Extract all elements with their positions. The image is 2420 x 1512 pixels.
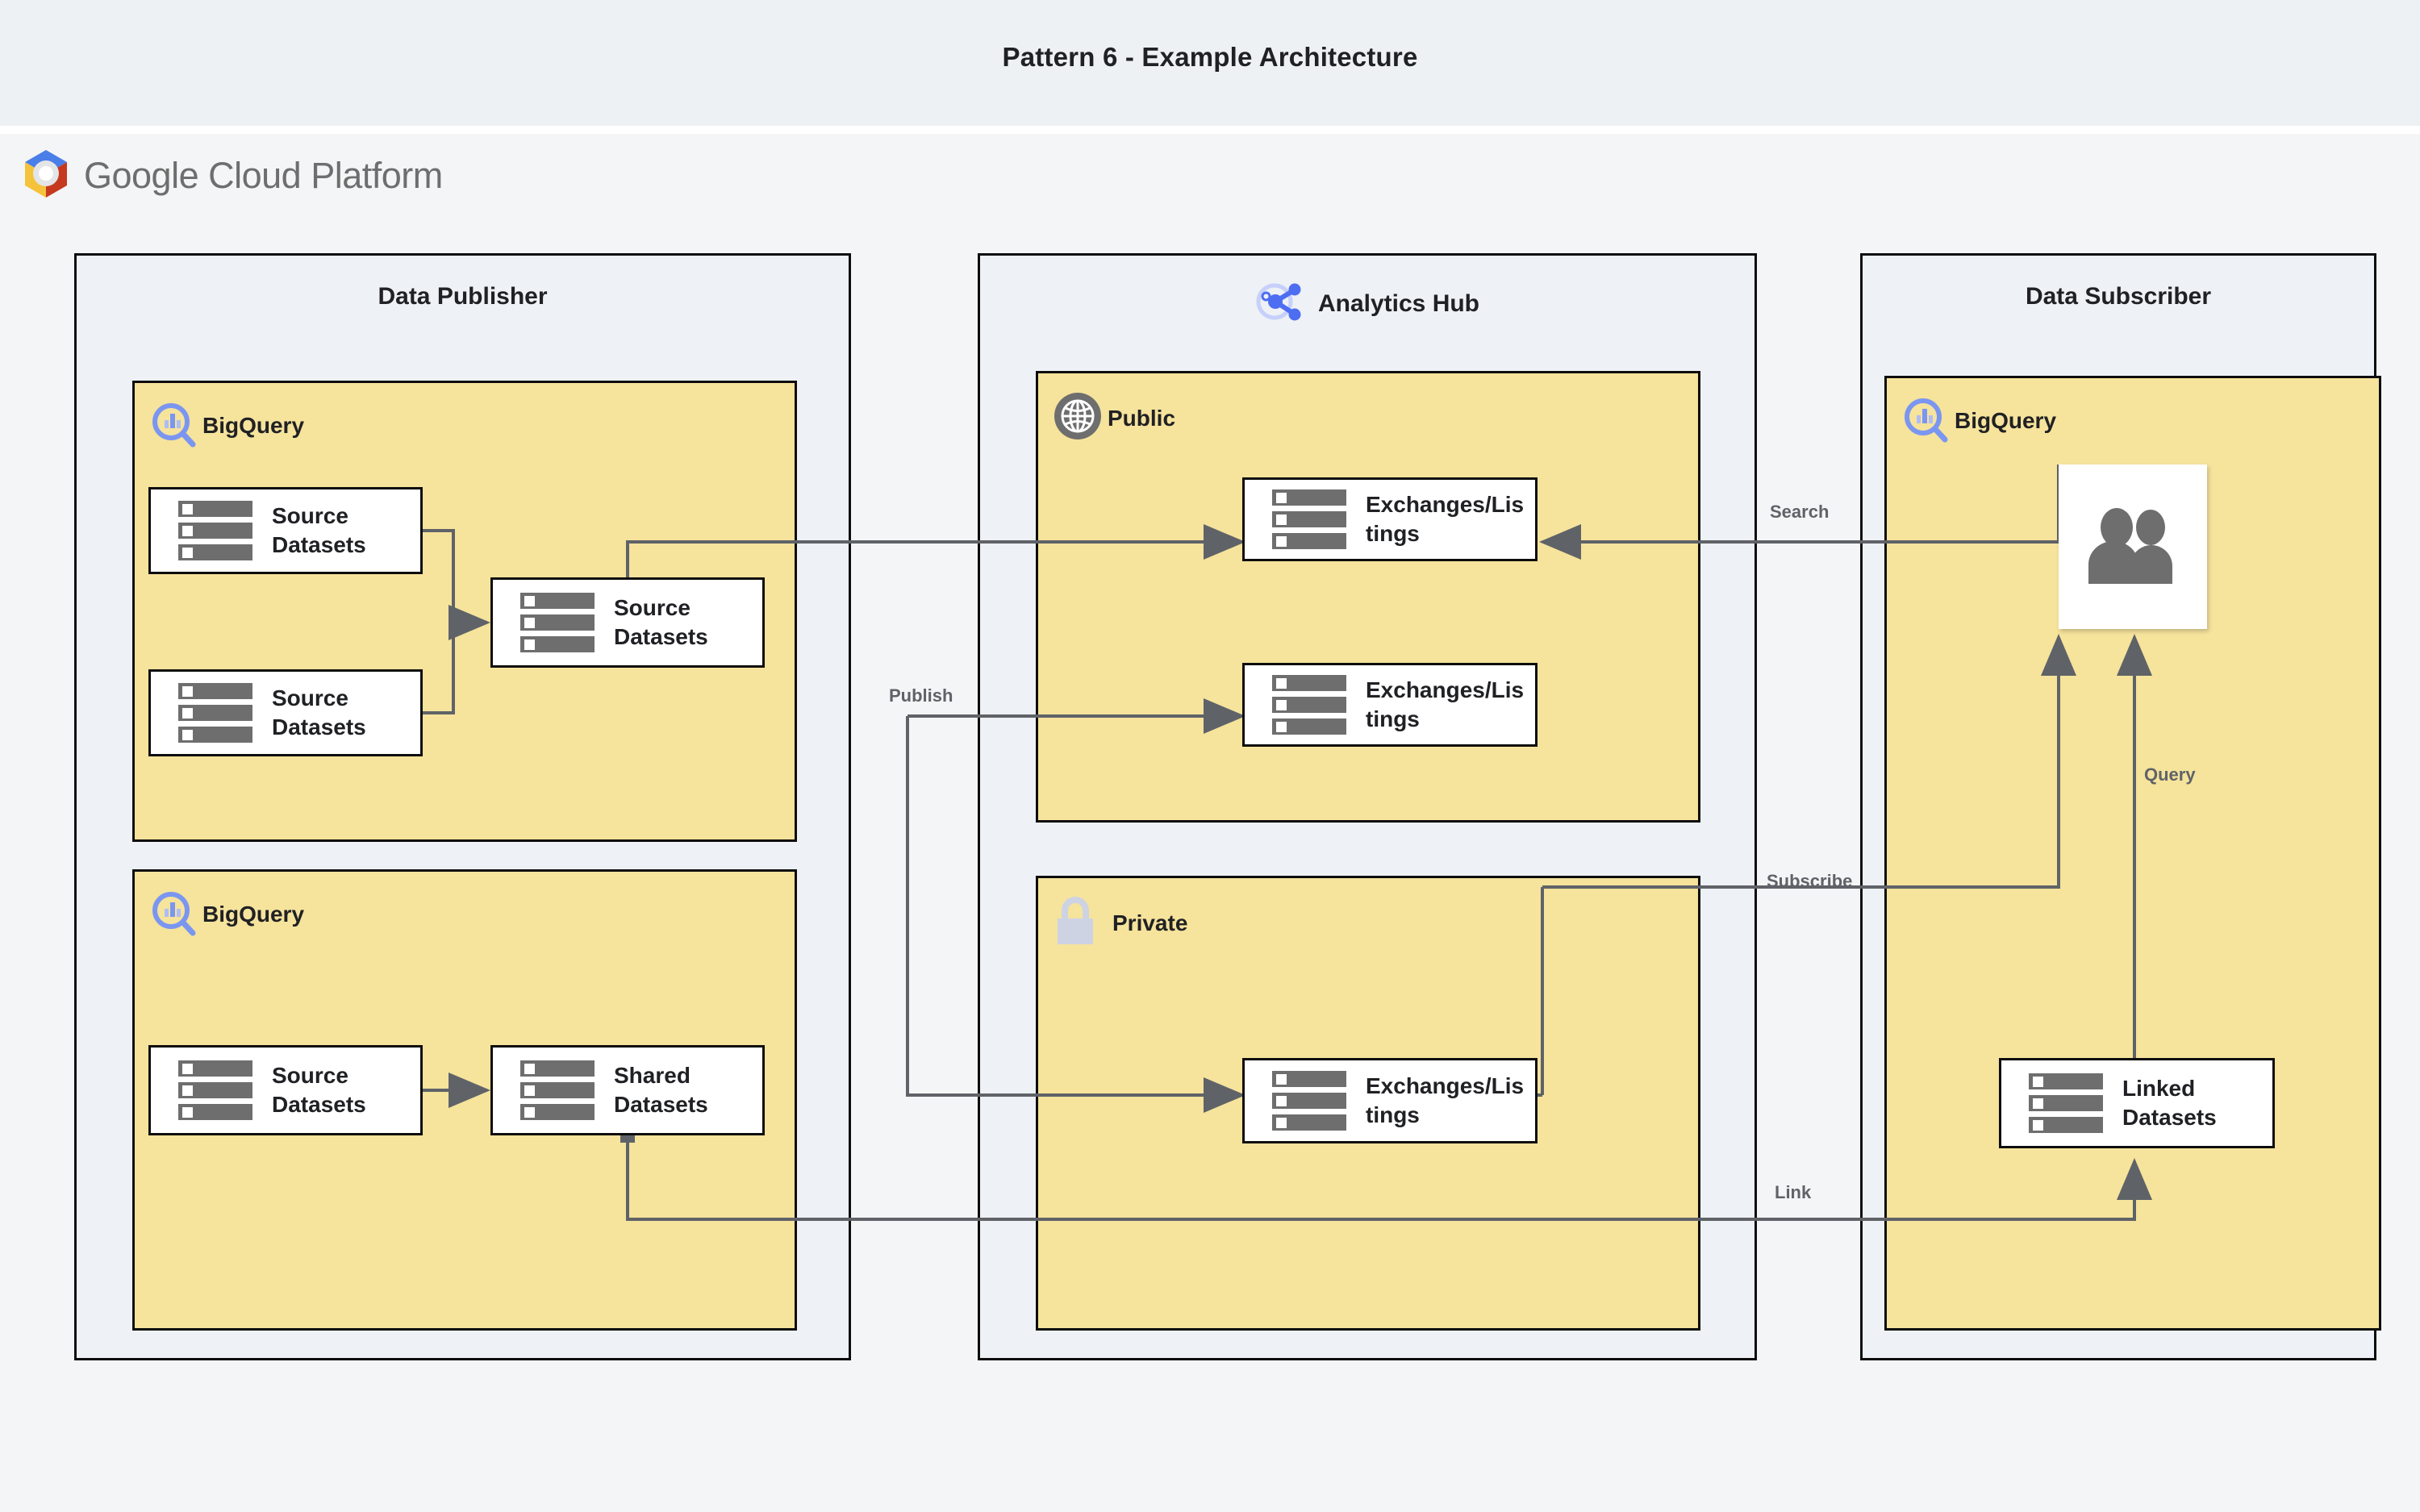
- dataset-icon: [520, 1060, 595, 1120]
- panel-head-public: Public: [1053, 391, 1175, 445]
- zone-title-subscriber: Data Subscriber: [2025, 283, 2212, 310]
- dataset-icon: [1272, 675, 1346, 735]
- title-band: [0, 0, 2420, 126]
- edge-label-subscribe: Subscribe: [1767, 871, 1853, 891]
- lock-icon: [1053, 896, 1098, 950]
- edge-label-link: Link: [1775, 1182, 1812, 1202]
- bigquery-icon: [149, 401, 199, 451]
- zone-title-hub: Analytics Hub: [1317, 289, 1480, 317]
- bigquery-icon: [149, 889, 199, 939]
- panel-head-bigquery-2: BigQuery: [149, 889, 304, 939]
- dataset-icon: [178, 683, 252, 743]
- google-cloud-hexagon-icon: [23, 148, 69, 202]
- globe-icon: [1053, 391, 1103, 445]
- dataset-icon: [520, 593, 595, 652]
- dataset-icon: [2029, 1073, 2103, 1133]
- panel-label-public: Public: [1108, 405, 1176, 431]
- panel-head-bigquery-1: BigQuery: [149, 401, 304, 451]
- gcp-logo: Google Cloud Platform: [23, 148, 443, 202]
- panel-label-bigquery-3: BigQuery: [1955, 408, 2057, 433]
- page-title: Pattern 6 - Example Architecture: [1002, 42, 1418, 72]
- panel-head-private: Private: [1053, 896, 1187, 950]
- zone-title-publisher: Data Publisher: [378, 283, 548, 310]
- users-icon: [2080, 506, 2185, 588]
- edge-label-search: Search: [1770, 502, 1830, 522]
- panel-label-bigquery-1: BigQuery: [202, 413, 305, 438]
- edge-label-query: Query: [2144, 764, 2196, 785]
- panel-label-bigquery-2: BigQuery: [202, 902, 305, 927]
- dataset-icon: [178, 501, 252, 560]
- node-users[interactable]: [2059, 464, 2207, 629]
- dataset-icon: [1272, 1071, 1346, 1131]
- dataset-icon: [178, 1060, 252, 1120]
- analytics-hub-title-row: Analytics Hub: [980, 277, 1754, 331]
- gcp-logo-text: Google Cloud Platform: [84, 154, 443, 196]
- panel-hub-public: Public: [1036, 371, 1700, 823]
- panel-head-bigquery-3: BigQuery: [1901, 396, 2056, 446]
- share-nodes-icon: [1255, 277, 1305, 331]
- bigquery-icon: [1901, 396, 1951, 446]
- panel-label-private: Private: [1112, 910, 1188, 935]
- dataset-icon: [1272, 489, 1346, 549]
- edge-label-publish: Publish: [889, 685, 953, 706]
